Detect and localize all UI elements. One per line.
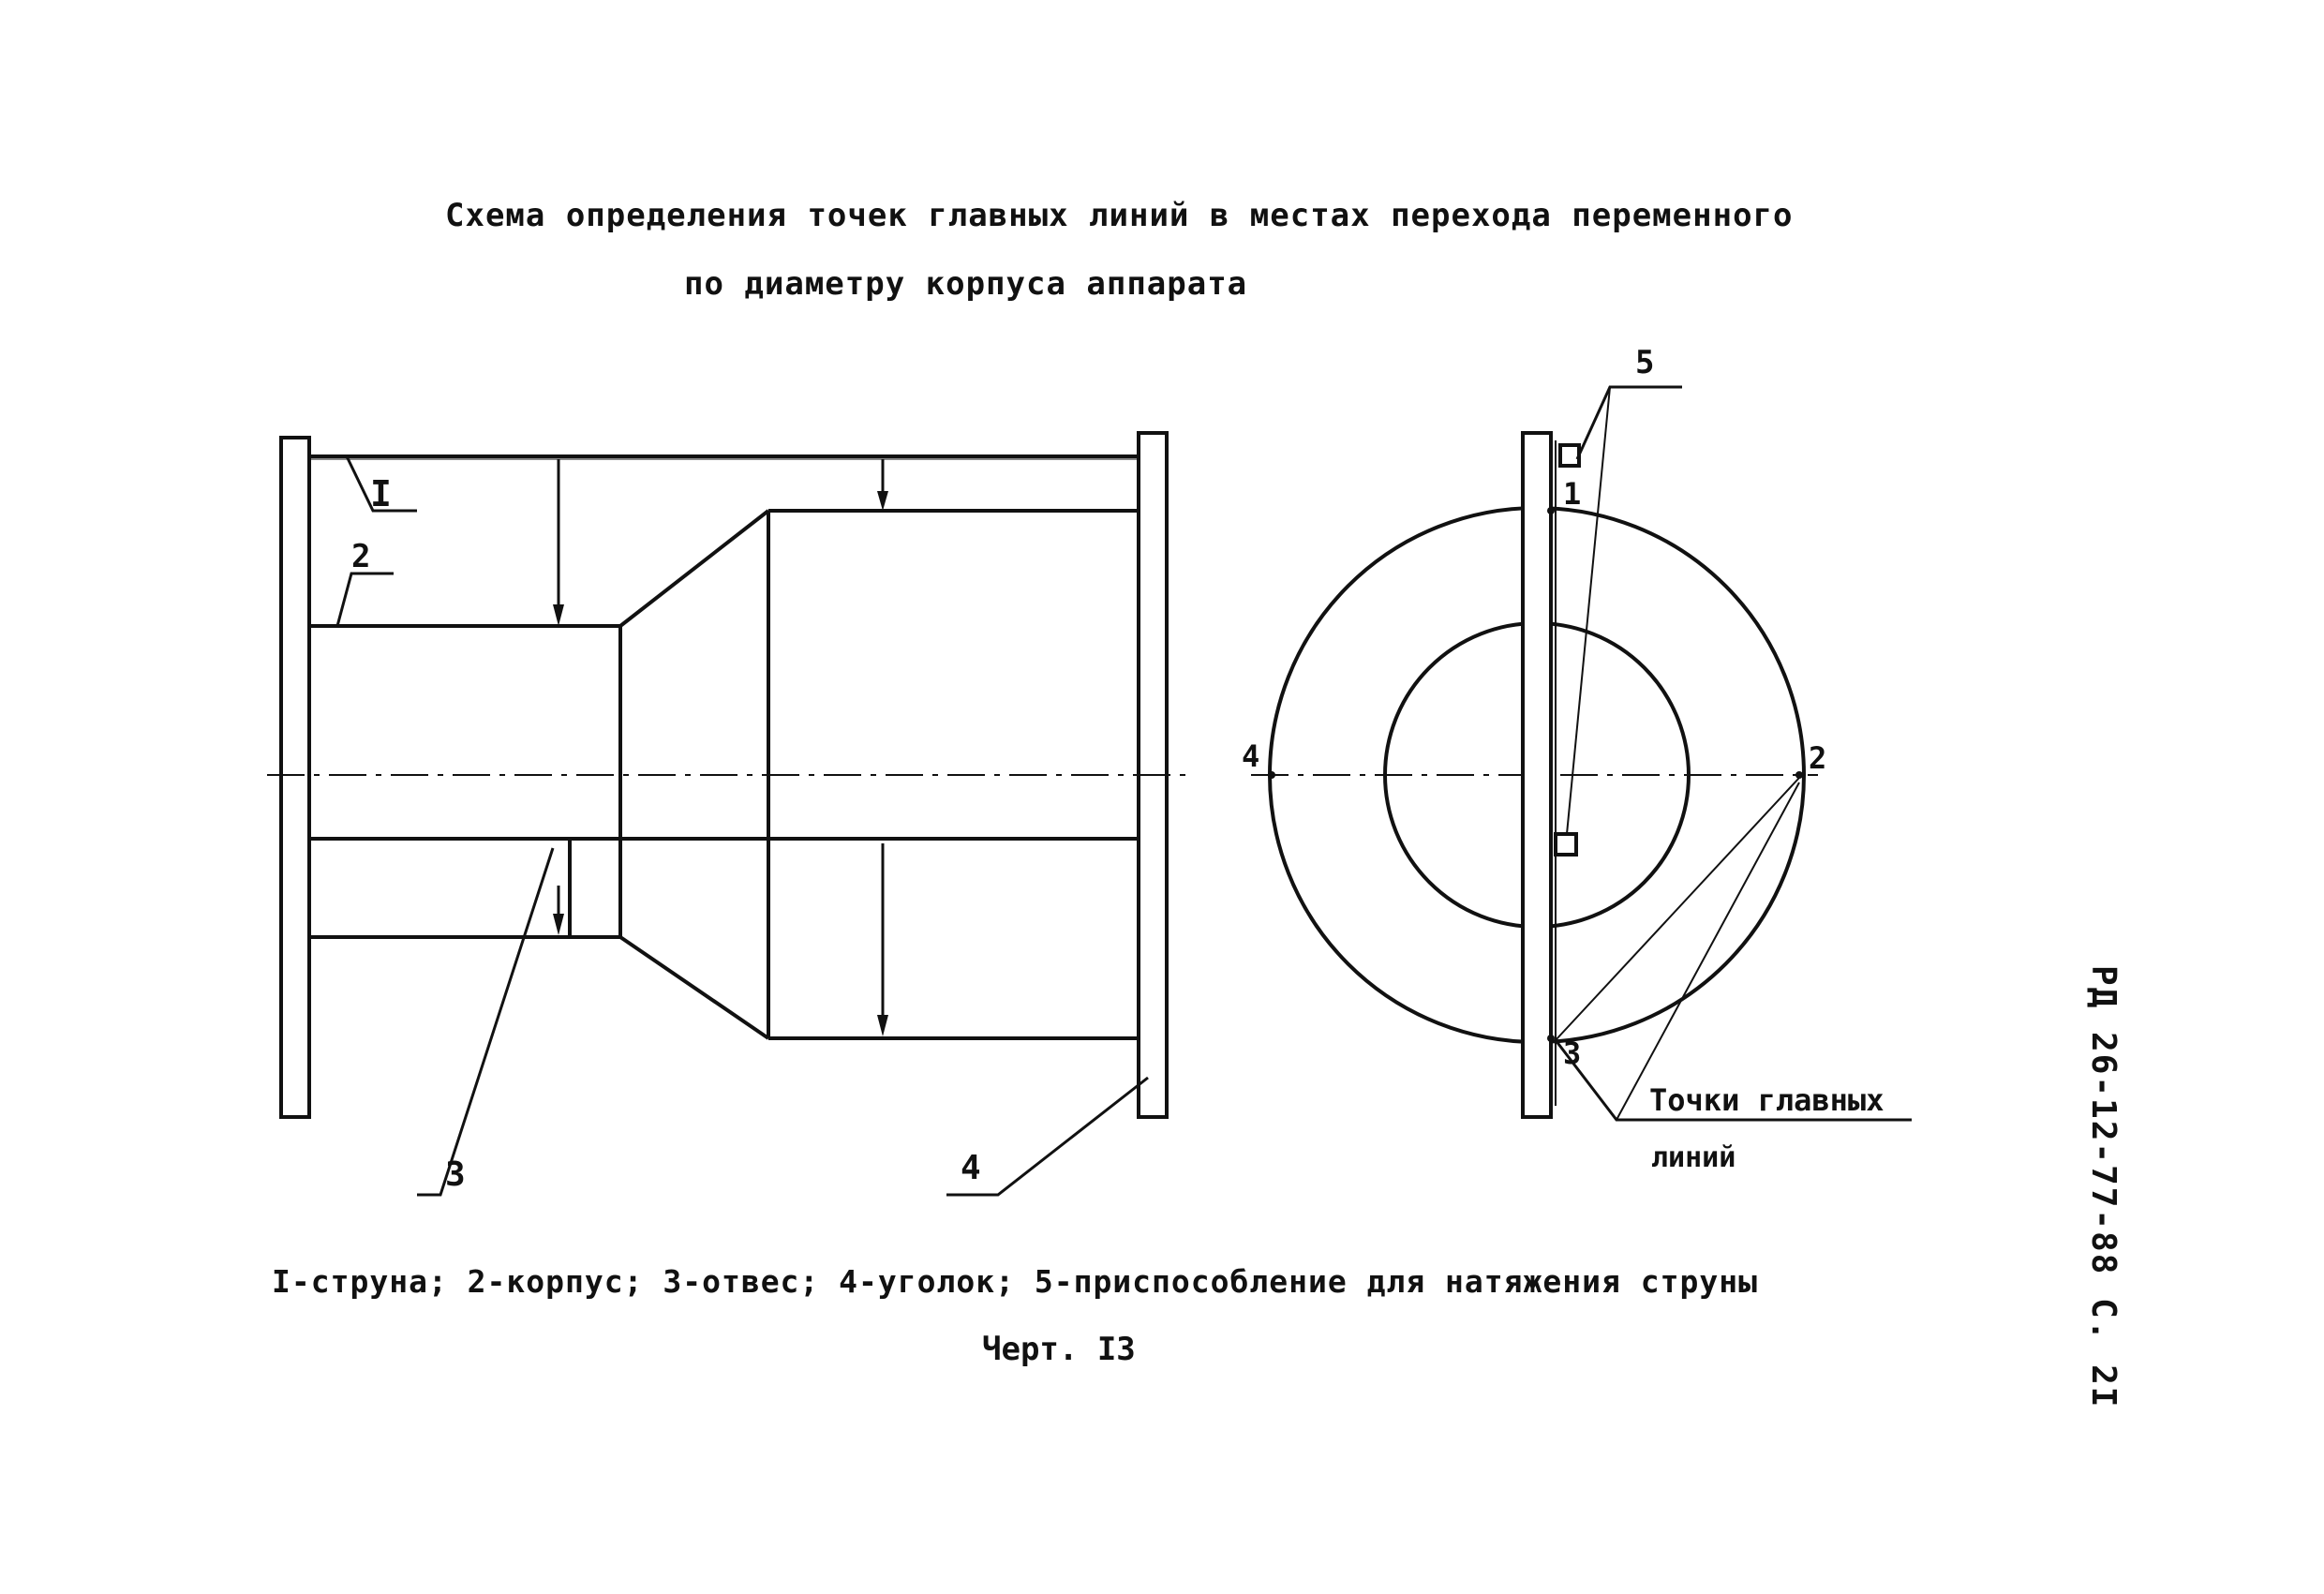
main-points-label-2: линий: [1651, 1141, 1736, 1174]
point-marker-3: [1547, 1035, 1555, 1042]
point-label-1: 1: [1563, 476, 1581, 512]
callout-string: I: [370, 473, 392, 514]
legend-caption: I-струна; 2-корпус; 3-отвес; 4-уголок; 5…: [272, 1263, 1758, 1300]
arrow-head-2: [877, 491, 888, 511]
callout-tension-device: 5: [1635, 344, 1654, 381]
callout-plumb: 3: [445, 1155, 466, 1194]
point-marker-4: [1268, 771, 1275, 779]
leader-tension-device: [1575, 385, 1682, 460]
leader-main-points-3: [1555, 777, 1800, 1041]
leader-angle: [946, 1076, 1149, 1197]
diagram-title-line-2: по диаметру корпуса аппарата: [684, 265, 1248, 303]
leader-tension-device-2: [1566, 386, 1611, 835]
arrow-head-3: [553, 914, 564, 935]
document-code: РД 26-12-77-88 С. 2I: [2084, 965, 2123, 1409]
point-label-4: 4: [1242, 738, 1259, 774]
leader-plumb: [417, 847, 555, 1197]
point-marker-2: [1795, 771, 1803, 779]
point-label-2: 2: [1809, 740, 1826, 776]
arrow-head-1: [553, 604, 564, 626]
tension-device-bottom: [1554, 832, 1578, 857]
diagram-title-line-1: Схема определения точек главных линий в …: [445, 197, 1794, 234]
body-cone-bottom: [618, 935, 770, 1040]
leader-string: [345, 455, 417, 513]
end-view-angle: [1521, 431, 1553, 1119]
main-points-label-1: Точки главных: [1649, 1082, 1884, 1118]
leader-main-points-2: [1616, 782, 1800, 1121]
leader-body: [335, 572, 394, 627]
body-small-top: [309, 624, 622, 939]
left-angle-flange: [279, 436, 311, 1119]
arrow-head-4: [877, 1015, 888, 1036]
tension-device-top: [1558, 443, 1581, 468]
body-cone-top: [618, 509, 770, 628]
figure-number: Черт. I3: [982, 1331, 1136, 1368]
callout-angle: 4: [961, 1149, 981, 1187]
point-label-3: 3: [1563, 1035, 1581, 1071]
callout-body: 2: [351, 538, 370, 575]
point-marker-1: [1547, 507, 1555, 514]
